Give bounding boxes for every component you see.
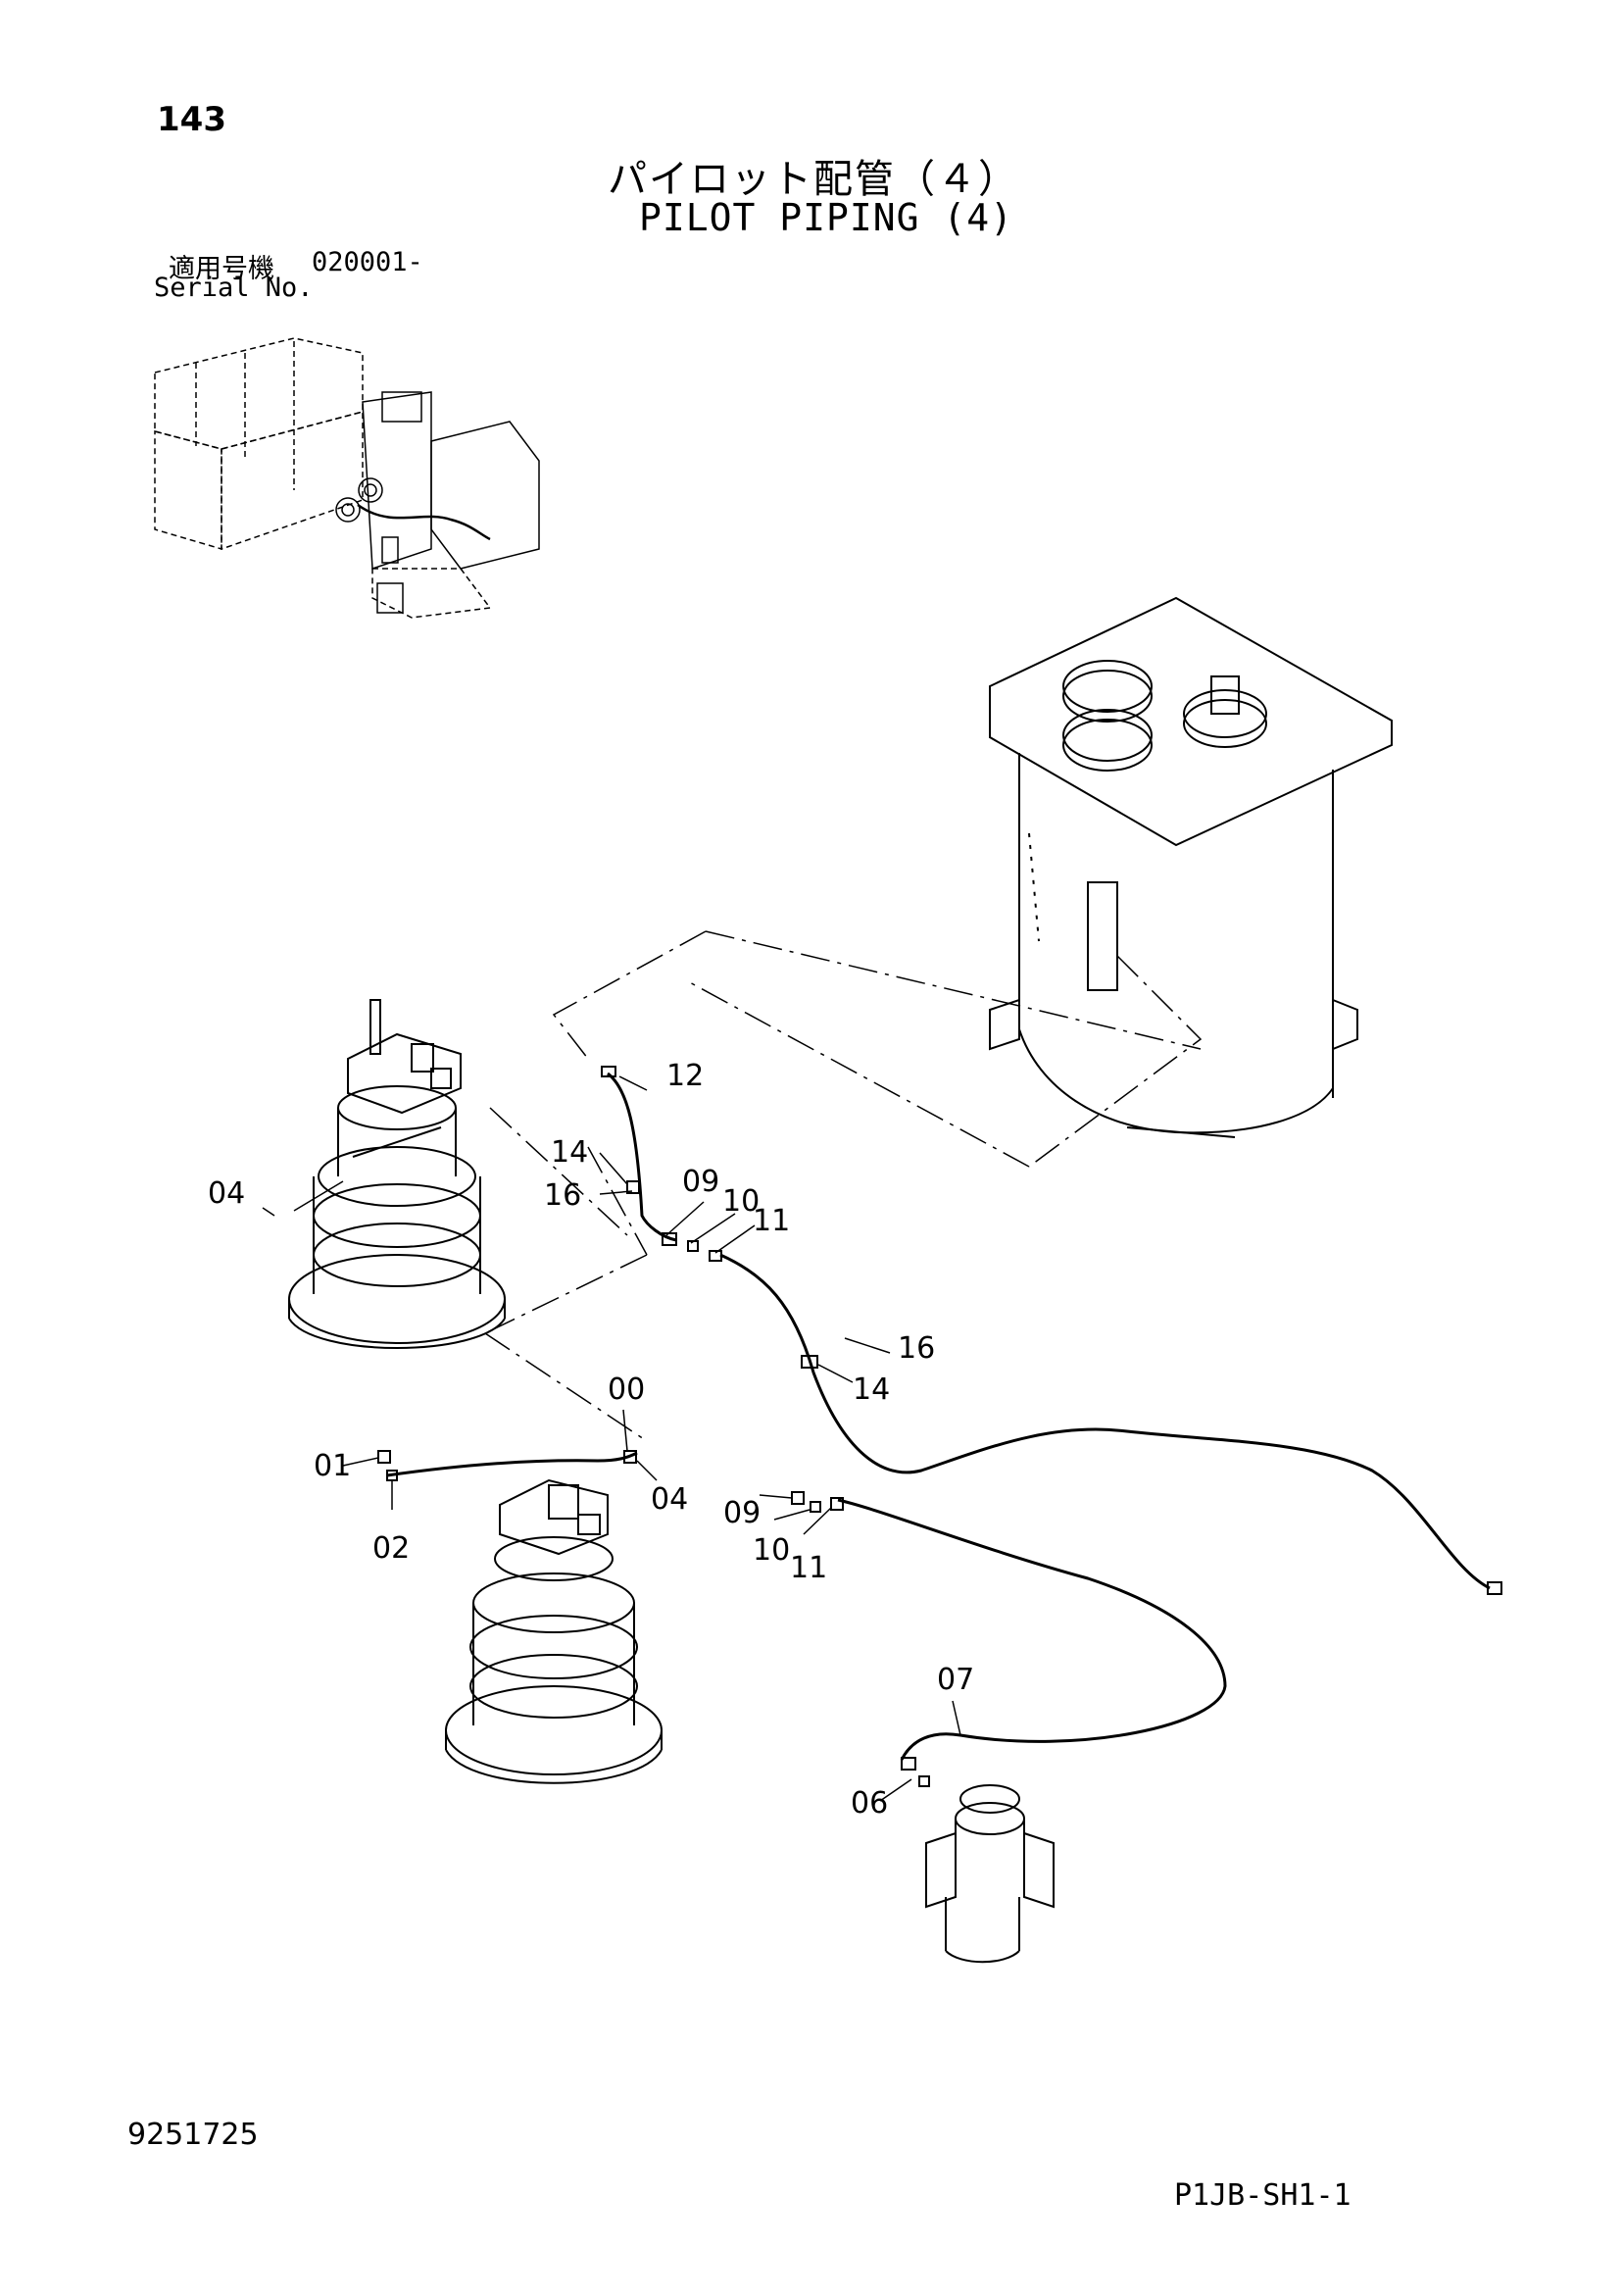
- callout-label: 14: [551, 1135, 589, 1170]
- callout-label: 07: [937, 1663, 975, 1697]
- swing-motor-upper: [288, 999, 506, 1349]
- callout-leaders: [262, 1075, 961, 1802]
- hydraulic-tank: [989, 596, 1393, 1138]
- page-number: 143: [157, 100, 226, 139]
- callout-label: 02: [372, 1531, 411, 1566]
- callout-label: 00: [608, 1373, 646, 1407]
- callout-label: 09: [723, 1496, 762, 1530]
- page-title-english: PILOT PIPING (4): [639, 196, 1014, 239]
- callout-label: 10: [753, 1533, 791, 1568]
- machine-overview-thumbnail: [154, 337, 540, 619]
- callout-label: 04: [651, 1482, 689, 1517]
- pilot-hoses: [386, 1072, 1491, 1761]
- serial-range: 020001-: [312, 247, 423, 277]
- callout-label: 12: [666, 1059, 705, 1093]
- callout-label: 01: [314, 1449, 352, 1483]
- serial-label-english: Serial No.: [154, 273, 314, 303]
- callout-label: 09: [682, 1165, 720, 1199]
- document-number: 9251725: [127, 2118, 259, 2152]
- callout-label: 16: [898, 1331, 936, 1366]
- callout-label: 14: [853, 1373, 891, 1407]
- callout-label: 11: [753, 1204, 791, 1238]
- callout-label: 06: [851, 1786, 889, 1821]
- callout-label: 04: [208, 1176, 246, 1211]
- routing-guide-lines: [484, 930, 1203, 1442]
- callout-label: 16: [544, 1178, 582, 1213]
- callout-label: 11: [790, 1551, 828, 1585]
- swing-motor-lower: [445, 1478, 663, 1784]
- page-code: P1JB-SH1-1: [1174, 2178, 1352, 2213]
- callout-label: 10: [722, 1184, 761, 1219]
- serial-label-japanese: 適用号機: [169, 254, 274, 284]
- center-joint: [925, 1784, 1055, 1964]
- page-title-japanese: パイロット配管（４）: [608, 157, 1019, 202]
